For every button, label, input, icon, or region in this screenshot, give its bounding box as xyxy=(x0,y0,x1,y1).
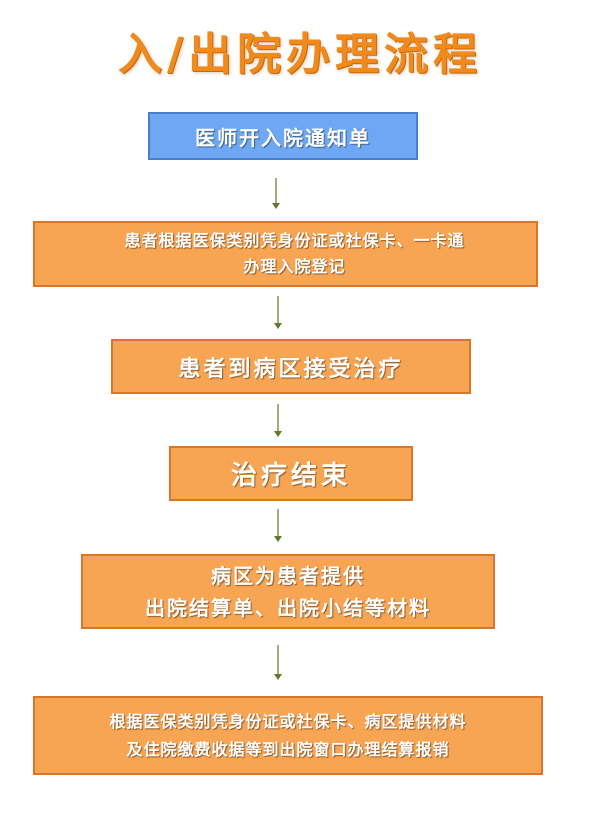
flow-arrow-4 xyxy=(271,509,285,543)
step-text-line-1: 病区为患者提供 xyxy=(211,563,365,588)
step-text-line-2: 出院结算单、出院小结等材料 xyxy=(145,595,431,620)
flow-step-doctor-admission-notice: 医师开入院通知单 xyxy=(148,112,418,160)
flow-arrow-5 xyxy=(271,645,285,681)
flow-step-admission-registration: 患者根据医保类别凭身份证或社保卡、一卡通 办理入院登记 xyxy=(33,221,538,287)
flow-step-ward-treatment: 患者到病区接受治疗 xyxy=(111,339,471,394)
page-title: 入/出院办理流程 xyxy=(117,29,483,80)
step-text-line-1: 根据医保类别凭身份证或社保卡、病区提供材料 xyxy=(109,711,467,731)
step-text: 患者到病区接受治疗 xyxy=(178,355,404,382)
step-text: 医师开入院通知单 xyxy=(195,125,371,150)
flow-step-discharge-documents: 病区为患者提供 出院结算单、出院小结等材料 xyxy=(81,554,495,629)
step-text-line-1: 患者根据医保类别凭身份证或社保卡、一卡通 xyxy=(124,231,465,250)
step-text-line-2: 及住院缴费收据等到出院窗口办理结算报销 xyxy=(126,739,450,759)
step-text-line-2: 办理入院登记 xyxy=(243,257,346,276)
flow-arrow-2 xyxy=(271,296,285,330)
step-text: 治疗结束 xyxy=(230,461,351,491)
flow-arrow-3 xyxy=(271,404,285,438)
flow-step-treatment-complete: 治疗结束 xyxy=(169,446,413,501)
flow-step-discharge-settlement: 根据医保类别凭身份证或社保卡、病区提供材料 及住院缴费收据等到出院窗口办理结算报… xyxy=(33,696,543,775)
flow-arrow-1 xyxy=(269,178,283,210)
